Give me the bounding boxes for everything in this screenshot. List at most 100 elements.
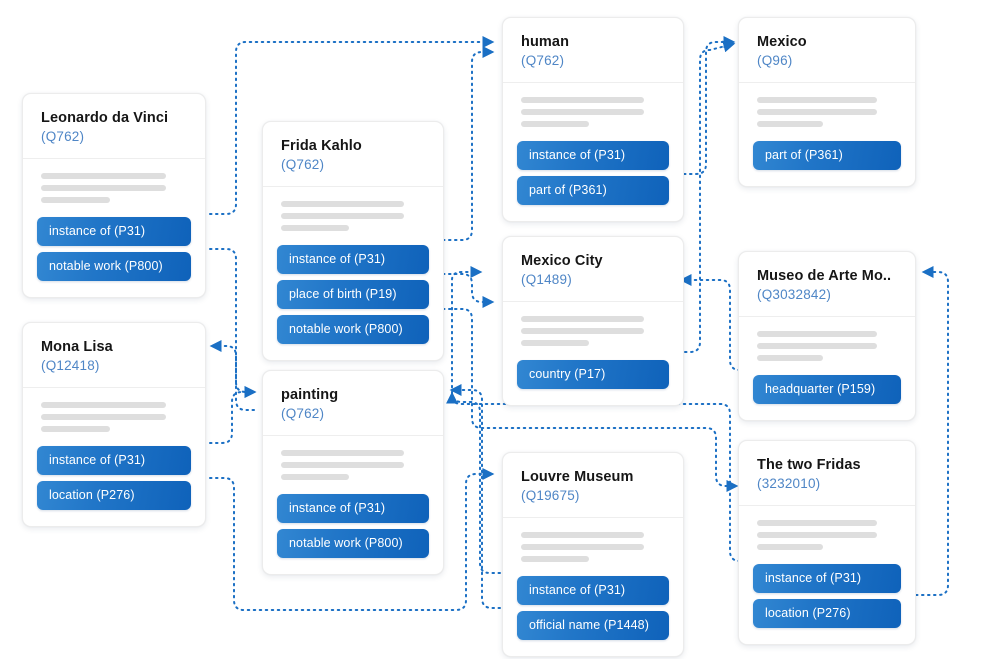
node-header: The two Fridas (3232010) — [739, 441, 915, 506]
node-card-louvre-museum[interactable]: Louvre Museum (Q19675) instance of (P31)… — [502, 452, 684, 657]
skeleton-line — [757, 519, 877, 526]
property-pill-part-of[interactable]: part of (P361) — [517, 175, 669, 205]
skeleton-line — [281, 461, 404, 468]
skeleton-line — [41, 401, 166, 408]
property-pill-headquarter[interactable]: headquarter (P159) — [753, 374, 901, 404]
description-placeholder — [521, 315, 669, 346]
description-placeholder — [281, 449, 429, 480]
skeleton-line — [757, 120, 824, 127]
skeleton-line — [757, 531, 877, 538]
node-card-the-two-fridas[interactable]: The two Fridas (3232010) instance of (P3… — [738, 440, 916, 645]
node-body: instance of (P31) official name (P1448) — [503, 518, 683, 656]
node-body: instance of (P31) notable work (P800) — [23, 159, 205, 297]
node-qid: (Q12418) — [41, 357, 100, 373]
node-qid: (Q762) — [281, 156, 325, 172]
property-pill-instance-of[interactable]: instance of (P31) — [277, 244, 429, 274]
node-card-painting[interactable]: painting (Q762) instance of (P31) notabl… — [262, 370, 444, 575]
node-header: Leonardo da Vinci (Q762) — [23, 94, 205, 159]
node-title: Museo de Arte Mo.. — [757, 268, 892, 284]
node-card-leonardo[interactable]: Leonardo da Vinci (Q762) instance of (P3… — [22, 93, 206, 298]
property-pill-location[interactable]: location (P276) — [37, 480, 191, 510]
skeleton-line — [281, 449, 404, 456]
skeleton-line — [41, 425, 110, 432]
skeleton-line — [521, 543, 644, 550]
skeleton-line — [757, 96, 877, 103]
edge-leonardo-notable-work-painting — [209, 248, 257, 398]
node-qid: (Q3032842) — [757, 286, 832, 302]
property-pill-notable-work[interactable]: notable work (P800) — [277, 528, 429, 558]
skeleton-line — [521, 555, 590, 562]
property-pill-location[interactable]: location (P276) — [753, 598, 901, 628]
node-body: headquarter (P159) — [739, 317, 915, 420]
skeleton-line — [41, 196, 110, 203]
property-pill-notable-work[interactable]: notable work (P800) — [37, 251, 191, 281]
edge-painting-instance-of-monalisa — [209, 340, 255, 411]
skeleton-line — [757, 342, 877, 349]
node-card-human[interactable]: human (Q762) instance of (P31) part of (… — [502, 17, 684, 222]
node-qid: (Q19675) — [521, 487, 580, 503]
node-title: painting — [281, 387, 339, 403]
description-placeholder — [757, 96, 901, 127]
skeleton-line — [521, 120, 590, 127]
property-pill-instance-of[interactable]: instance of (P31) — [277, 493, 429, 523]
property-pill-part-of[interactable]: part of (P361) — [753, 140, 901, 170]
node-card-mexico[interactable]: Mexico (Q96) part of (P361) — [738, 17, 916, 187]
node-title: Mona Lisa — [41, 339, 113, 355]
description-placeholder — [281, 200, 429, 231]
property-pill-instance-of[interactable]: instance of (P31) — [517, 140, 669, 170]
property-pill-notable-work[interactable]: notable work (P800) — [277, 314, 429, 344]
node-card-mona-lisa[interactable]: Mona Lisa (Q12418) instance of (P31) loc… — [22, 322, 206, 527]
node-body: instance of (P31) location (P276) — [23, 388, 205, 526]
node-body: instance of (P31) part of (P361) — [503, 83, 683, 221]
property-pill-place-of-birth[interactable]: place of birth (P19) — [277, 279, 429, 309]
skeleton-line — [521, 96, 644, 103]
skeleton-line — [521, 108, 644, 115]
description-placeholder — [41, 172, 191, 203]
property-pill-official-name[interactable]: official name (P1448) — [517, 610, 669, 640]
node-qid: (Q762) — [521, 52, 565, 68]
node-header: Mexico City (Q1489) — [503, 237, 683, 302]
edge-frida-place-of-birth-mexicocity — [442, 273, 495, 308]
node-card-mexico-city[interactable]: Mexico City (Q1489) country (P17) — [502, 236, 684, 406]
node-body: part of (P361) — [739, 83, 915, 186]
node-title: Frida Kahlo — [281, 138, 362, 154]
property-pill-country[interactable]: country (P17) — [517, 359, 669, 389]
edge-frida-instance-of-human — [442, 46, 495, 241]
node-title: The two Fridas — [757, 457, 861, 473]
node-body: country (P17) — [503, 302, 683, 405]
description-placeholder — [521, 96, 669, 127]
node-qid: (Q1489) — [521, 271, 572, 287]
property-pill-instance-of[interactable]: instance of (P31) — [517, 575, 669, 605]
property-pill-instance-of[interactable]: instance of (P31) — [37, 216, 191, 246]
skeleton-line — [757, 330, 877, 337]
skeleton-line — [41, 172, 166, 179]
node-header: Museo de Arte Mo.. (Q3032842) — [739, 252, 915, 317]
node-qid: (Q762) — [281, 405, 325, 421]
skeleton-line — [521, 339, 590, 346]
node-header: Frida Kahlo (Q762) — [263, 122, 443, 187]
skeleton-line — [41, 413, 166, 420]
skeleton-line — [521, 531, 644, 538]
skeleton-line — [757, 108, 877, 115]
skeleton-line — [521, 327, 644, 334]
node-title: Leonardo da Vinci — [41, 110, 169, 126]
skeleton-line — [281, 212, 404, 219]
node-card-frida-kahlo[interactable]: Frida Kahlo (Q762) instance of (P31) pla… — [262, 121, 444, 361]
skeleton-line — [521, 315, 644, 322]
description-placeholder — [41, 401, 191, 432]
node-header: painting (Q762) — [263, 371, 443, 436]
node-qid: (Q762) — [41, 128, 85, 144]
description-placeholder — [521, 531, 669, 562]
node-body: instance of (P31) notable work (P800) — [263, 436, 443, 574]
edge-louvre-official-name-painting — [449, 384, 501, 609]
node-title: Mexico — [757, 34, 807, 50]
skeleton-line — [281, 473, 350, 480]
node-header: human (Q762) — [503, 18, 683, 83]
description-placeholder — [757, 330, 901, 361]
property-pill-instance-of[interactable]: instance of (P31) — [753, 563, 901, 593]
property-pill-instance-of[interactable]: instance of (P31) — [37, 445, 191, 475]
node-title: Mexico City — [521, 253, 603, 269]
skeleton-line — [41, 184, 166, 191]
node-card-museo-de-arte[interactable]: Museo de Arte Mo.. (Q3032842) headquarte… — [738, 251, 916, 421]
